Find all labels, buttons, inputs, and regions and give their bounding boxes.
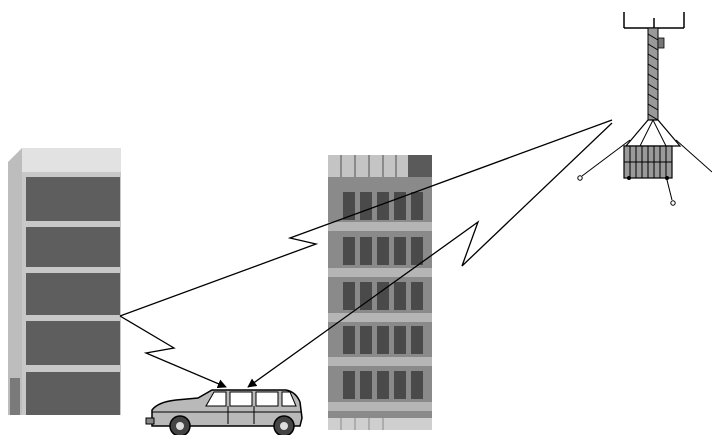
- base-station-cabinet: [624, 146, 672, 180]
- left-building: [8, 148, 121, 415]
- station-wagon-car: [146, 390, 302, 435]
- signal-left-building-to-car: [120, 316, 226, 387]
